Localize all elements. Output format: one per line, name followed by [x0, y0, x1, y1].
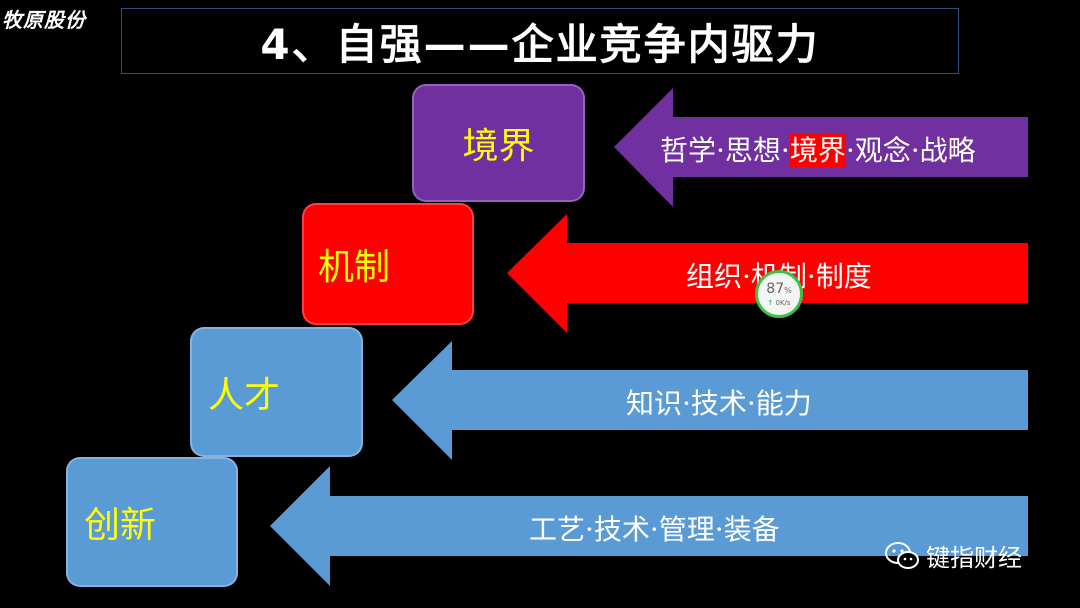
badge-percent: 87%: [766, 280, 792, 297]
level-label-rencai: 人才: [208, 375, 281, 416]
page-title: 4、自强——企业竞争内驱力: [260, 19, 820, 69]
level-box-jingjie: 境界: [412, 84, 585, 202]
level-label-jizhi: 机制: [318, 247, 391, 288]
arrow-label-rencai: 知识·技术·能力: [626, 387, 812, 420]
corner-logo: 牧原股份: [2, 8, 86, 32]
level-box-chuangxin: 创新: [66, 457, 238, 587]
title-box: 4、自强——企业竞争内驱力: [121, 8, 959, 74]
network-speed-badge[interactable]: 87% ↑ 0K/s: [755, 270, 803, 318]
highlighted-word: 境界: [789, 134, 846, 167]
badge-speed: ↑ 0K/s: [767, 298, 791, 307]
level-box-jizhi: 机制: [302, 203, 474, 325]
arrow-label-chuangxin: 工艺·技术·管理·装备: [529, 513, 780, 546]
level-label-jingjie: 境界: [462, 126, 535, 167]
arrow-rencai: [392, 341, 1028, 460]
arrow-up-icon: ↑: [767, 298, 774, 307]
wechat-icon: [885, 541, 919, 569]
watermark: 键指财经: [884, 538, 1022, 573]
arrow-label-jingjie: 哲学·思想·境界·观念·战略: [660, 129, 976, 169]
level-label-chuangxin: 创新: [84, 505, 157, 546]
arrow-label-part: 哲学·思想·: [660, 134, 790, 167]
watermark-text: 键指财经: [926, 544, 1022, 572]
arrow-chuangxin: [270, 466, 1028, 586]
level-box-rencai: 人才: [190, 327, 363, 457]
arrow-label-part: ·观念·战略: [845, 134, 976, 167]
